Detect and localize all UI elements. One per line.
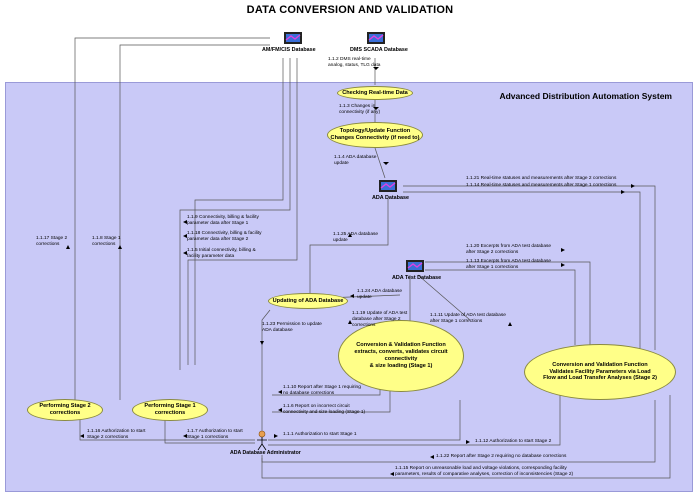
line-test-right2 (425, 269, 576, 345)
flow-label: 1.1.21 Real-time statuses and measuremen… (466, 176, 617, 181)
process-checking-realtime: Checking Real-time Data (337, 86, 413, 100)
arrowhead (350, 294, 354, 298)
line-amfm-down (194, 58, 284, 365)
arrowhead (621, 190, 625, 194)
scada-database-label: DMS SCADA Database (350, 47, 408, 53)
arrowhead (274, 434, 278, 438)
system-label: Advanced Distribution Automation System (499, 91, 672, 101)
flow-label: 1.1.1 Authorization to start Stage 1 (283, 432, 357, 437)
line-test-conv2 (417, 274, 471, 321)
line-amfm-down2 (179, 58, 291, 370)
administrator-actor-icon (257, 430, 267, 451)
arrowhead (118, 245, 122, 249)
arrowhead (373, 107, 379, 110)
flow-label: 1.1.14 Real-time statuses and measuremen… (466, 183, 617, 188)
line-actor-3 (268, 395, 561, 446)
arrowhead (348, 233, 352, 237)
process-stage1-corrections: Performing Stage 1 corrections (132, 399, 208, 421)
process-conversion-stage2: Conversion and Validation Function Valid… (524, 344, 676, 400)
line-amfm-down3 (187, 58, 298, 365)
arrowhead (183, 234, 187, 238)
flow-label: 1.1.5 Initial connectivity, billing &fac… (187, 248, 256, 259)
line-actor-9 (272, 385, 391, 413)
line-1121 (403, 185, 656, 350)
arrowhead (561, 263, 565, 267)
arrowhead (66, 245, 70, 249)
flow-label: 1.1.12 Authorization to start Stage 2 (475, 439, 552, 444)
scada-database-icon (367, 32, 385, 44)
line-test-right1 (425, 261, 591, 345)
line-ada-test (309, 198, 389, 295)
line-actor-5 (261, 395, 671, 479)
process-updating-ada-db: Updating of ADA Database (268, 293, 348, 309)
arrowhead (430, 455, 434, 459)
arrowhead (260, 341, 264, 345)
arrowhead (80, 434, 84, 438)
process-conversion-stage1: Conversion & Validation Function extract… (338, 320, 464, 392)
line-amfm-left (74, 37, 270, 410)
amfm-database-icon (284, 32, 302, 44)
arrowhead (348, 320, 352, 324)
line-actor-6 (79, 420, 255, 441)
line-actor-7 (164, 420, 255, 444)
arrowhead (183, 251, 187, 255)
arrowhead (390, 472, 394, 476)
page-title: DATA CONVERSION AND VALIDATION (246, 4, 454, 16)
ada-test-database-icon (406, 260, 424, 272)
administrator-label: ADA Database Administrator (230, 450, 301, 456)
flow-label: 1.1.22 Report after Stage 2 requiring no… (436, 454, 567, 459)
line-actor-1 (261, 309, 271, 440)
ada-database-label: ADA Database (372, 195, 409, 201)
arrowhead (466, 440, 470, 444)
arrowhead (278, 390, 282, 394)
ada-database-icon (379, 180, 397, 192)
arrowhead (508, 322, 512, 326)
arrowhead (183, 434, 187, 438)
line-1114 (403, 191, 641, 350)
arrowhead (278, 408, 282, 412)
arrowhead (631, 184, 635, 188)
arrowhead (561, 248, 565, 252)
line-topo-ada (374, 147, 386, 179)
amfm-database-label: AM/FM/CIS Database (262, 47, 316, 53)
ada-test-database-label: ADA Test Database (392, 275, 442, 281)
arrowhead (383, 162, 389, 165)
arrowhead (373, 67, 379, 70)
process-topology-update: Topology/Update Function Changes Connect… (327, 122, 423, 148)
line-amfm-left2 (119, 44, 270, 400)
arrowhead (183, 220, 187, 224)
line-actor-2 (268, 400, 461, 441)
flow-label: 1.1.15 Report on unreasonable load and v… (395, 466, 574, 477)
process-stage2-corrections: Performing Stage 2 corrections (27, 399, 103, 421)
